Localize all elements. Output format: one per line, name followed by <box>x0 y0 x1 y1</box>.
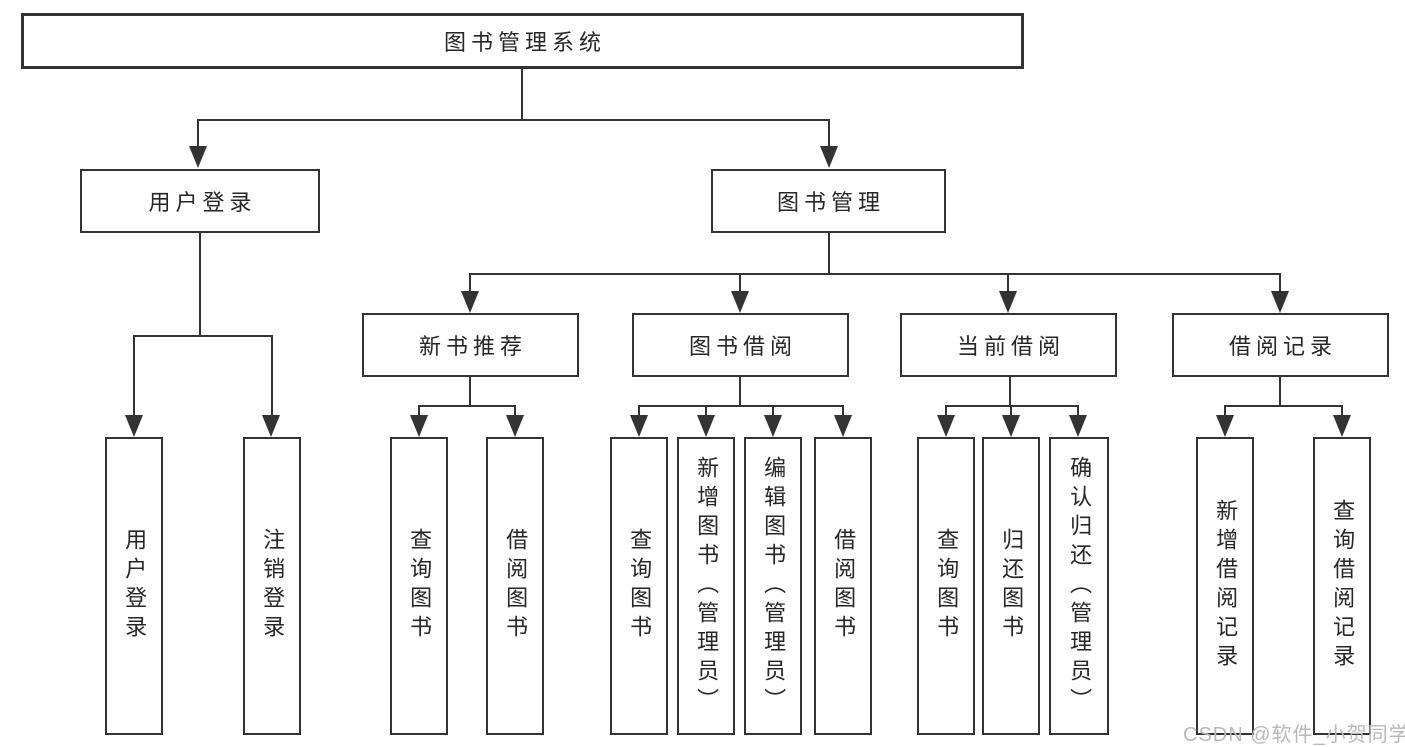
arrow-down-icon <box>630 415 648 437</box>
leaf-borrow-books-1: 借阅图书 <box>486 437 544 735</box>
connector-borrow-rail <box>638 405 844 407</box>
leaf-add-borrow-record-label: 新增借阅记录 <box>1213 499 1239 673</box>
connector-records-rail <box>1224 405 1343 407</box>
connector-arm-mgmt <box>828 119 830 148</box>
connector-newbooks-rail <box>418 405 516 407</box>
arrow-down-icon <box>461 291 479 313</box>
leaf-add-books-admin: 新增图书（管理员） <box>677 437 735 735</box>
arrow-down-icon <box>999 291 1017 313</box>
node-root-label: 图书管理系统 <box>443 30 606 55</box>
connector-newbooks-stem <box>469 377 471 407</box>
arrow-down-icon <box>834 415 852 437</box>
connector-arm-l3-2 <box>739 273 741 293</box>
leaf-user-login-label: 用户登录 <box>122 528 148 644</box>
connector-arm-l3-1 <box>469 273 471 293</box>
leaf-add-books-admin-label: 新增图书（管理员） <box>694 455 720 717</box>
arrow-down-icon <box>937 415 955 437</box>
connector-arm-leaf <box>418 405 420 417</box>
node-root: 图书管理系统 <box>21 13 1024 69</box>
arrow-down-icon <box>1216 415 1234 437</box>
connector-level2-rail <box>197 119 830 121</box>
leaf-edit-books-admin: 编辑图书（管理员） <box>744 437 802 735</box>
arrow-down-icon <box>1271 291 1289 313</box>
leaf-query-borrow-record-label: 查询借阅记录 <box>1330 499 1356 673</box>
leaf-user-login: 用户登录 <box>105 437 163 735</box>
leaf-query-books-3-label: 查询图书 <box>934 528 960 644</box>
node-borrow-records-label: 借阅记录 <box>1228 334 1337 359</box>
arrow-down-icon <box>1069 415 1087 437</box>
connector-arm-leaf <box>1077 405 1079 417</box>
connector-arm-leaf <box>705 405 707 417</box>
arrow-down-icon <box>820 146 838 168</box>
node-user-login: 用户登录 <box>80 169 320 233</box>
node-new-books-label: 新书推荐 <box>418 334 527 359</box>
arrow-down-icon <box>262 415 280 437</box>
connector-arm-l3-3 <box>1007 273 1009 293</box>
connector-arm-leaf <box>945 405 947 417</box>
connector-arm-leaf <box>514 405 516 417</box>
leaf-return-books: 归还图书 <box>982 437 1040 735</box>
leaf-query-books-3: 查询图书 <box>917 437 975 735</box>
connector-arm-leaf <box>842 405 844 417</box>
leaf-confirm-return-admin-label: 确认归还（管理员） <box>1067 455 1093 717</box>
leaf-query-borrow-record: 查询借阅记录 <box>1313 437 1371 735</box>
arrow-down-icon <box>506 415 524 437</box>
arrow-down-icon <box>125 415 143 437</box>
leaf-borrow-books-2: 借阅图书 <box>814 437 872 735</box>
connector-borrow-stem <box>739 377 741 407</box>
connector-arm-leaf-login-2 <box>271 335 273 417</box>
leaf-logout: 注销登录 <box>243 437 301 735</box>
leaf-borrow-books-1-label: 借阅图书 <box>503 528 529 644</box>
leaf-return-books-label: 归还图书 <box>999 528 1025 644</box>
arrow-down-icon <box>731 291 749 313</box>
connector-records-stem <box>1279 377 1281 407</box>
connector-arm-leaf <box>1010 405 1012 417</box>
connector-arm-leaf-login-1 <box>133 335 135 417</box>
leaf-query-books-2-label: 查询图书 <box>627 528 653 644</box>
arrow-down-icon <box>1002 415 1020 437</box>
node-book-borrow: 图书借阅 <box>632 313 849 377</box>
node-book-mgmt-label: 图书管理 <box>776 190 885 215</box>
leaf-logout-label: 注销登录 <box>260 528 286 644</box>
connector-current-stem <box>1009 377 1011 407</box>
arrow-down-icon <box>410 415 428 437</box>
connector-mgmt-stem <box>828 233 830 275</box>
connector-arm-l3-4 <box>1279 273 1281 293</box>
node-user-login-label: 用户登录 <box>148 190 257 215</box>
arrow-down-icon <box>189 146 207 168</box>
leaf-add-borrow-record: 新增借阅记录 <box>1196 437 1254 735</box>
leaf-query-books-1: 查询图书 <box>390 437 448 735</box>
connector-root-stem <box>521 69 523 121</box>
connector-arm-leaf <box>772 405 774 417</box>
watermark: CSDN @软件_小贺同学 <box>1183 724 1405 746</box>
node-book-mgmt: 图书管理 <box>711 169 946 233</box>
node-new-books: 新书推荐 <box>362 313 579 377</box>
node-borrow-records: 借阅记录 <box>1172 313 1389 377</box>
connector-login-rail <box>133 335 273 337</box>
connector-login-stem <box>199 233 201 337</box>
connector-arm-leaf <box>638 405 640 417</box>
connector-arm-login <box>197 119 199 148</box>
leaf-query-books-1-label: 查询图书 <box>407 528 433 644</box>
leaf-edit-books-admin-label: 编辑图书（管理员） <box>761 455 787 717</box>
node-book-borrow-label: 图书借阅 <box>688 334 797 359</box>
leaf-query-books-2: 查询图书 <box>610 437 668 735</box>
connector-arm-leaf <box>1341 405 1343 417</box>
connector-level3-rail <box>469 273 1281 275</box>
connector-arm-leaf <box>1224 405 1226 417</box>
arrow-down-icon <box>764 415 782 437</box>
connector-current-rail <box>945 405 1079 407</box>
arrow-down-icon <box>1333 415 1351 437</box>
arrow-down-icon <box>697 415 715 437</box>
node-current-borrow-label: 当前借阅 <box>956 334 1065 359</box>
node-current-borrow: 当前借阅 <box>900 313 1117 377</box>
leaf-borrow-books-2-label: 借阅图书 <box>831 528 857 644</box>
leaf-confirm-return-admin: 确认归还（管理员） <box>1049 437 1109 735</box>
